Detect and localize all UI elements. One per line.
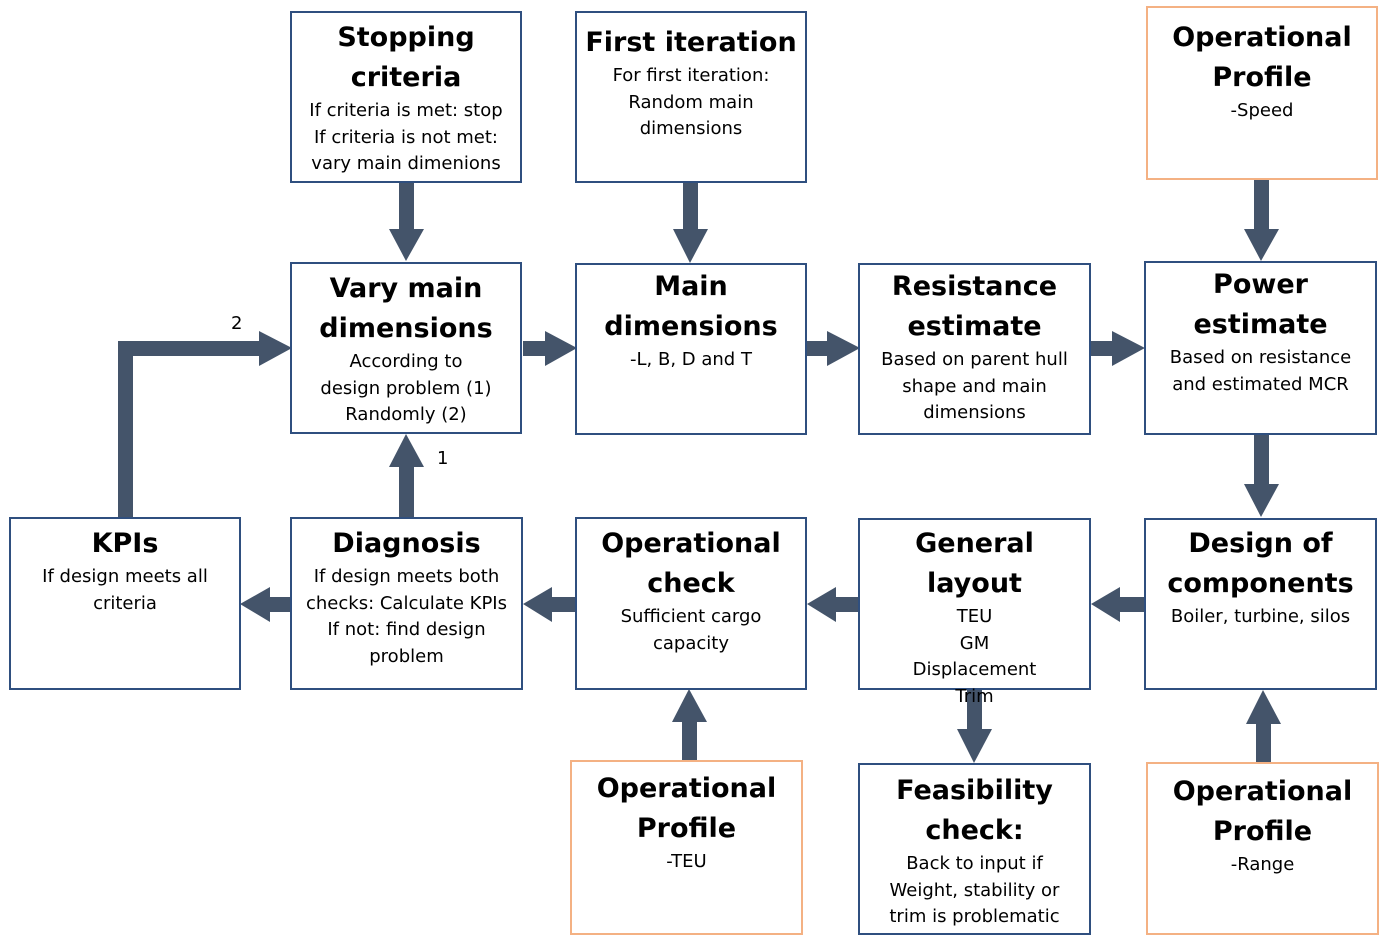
diagnosis-text: If design meets both checks: Calculate K… [306,566,507,667]
stopping-criteria-title: Stopping criteria [337,22,475,93]
arrow-opteu-to-opcheck [672,689,707,760]
kpis-title: KPIs [91,528,159,559]
operational-profile-speed-text: -Speed [1230,100,1294,121]
design-of-components-box: Design of components Boiler, turbine, si… [1144,518,1377,690]
operational-profile-speed-title: Operational Profile [1172,22,1352,93]
operational-check-title: Operational check [601,528,781,599]
general-layout-title: General layout [915,528,1034,599]
arrow-kpis-to-vary [118,331,292,518]
power-estimate-text: Based on resistance and estimated MCR [1169,347,1352,395]
resistance-estimate-title: Resistance estimate [891,271,1058,342]
operational-profile-range-box: Operational Profile -Range [1146,762,1379,935]
resistance-estimate-text: Based on parent hull shape and main dime… [881,349,1068,423]
power-estimate-title: Power estimate [1193,269,1328,340]
operational-profile-speed-box: Operational Profile -Speed [1146,6,1378,180]
vary-main-dimensions-title: Vary main dimensions [319,273,493,344]
arrow-components-to-layout [1091,587,1145,622]
diagnosis-box: Diagnosis If design meets both checks: C… [290,517,523,690]
operational-profile-teu-title: Operational Profile [596,773,777,844]
general-layout-box: General layout TEU GM Displacement Trim [858,518,1091,707]
arrow-diagnosis-to-kpis [240,587,292,622]
resistance-estimate-box: Resistance estimate Based on parent hull… [858,263,1091,435]
design-of-components-title: Design of components [1167,528,1354,599]
first-iteration-title: First iteration [585,27,797,58]
operational-profile-teu-text: -TEU [666,851,707,872]
operational-profile-teu-box: Operational Profile -TEU [570,760,803,935]
arrow-oprange-to-components [1246,690,1281,762]
arrow-layout-to-opcheck [807,587,859,622]
main-dimensions-title: Main dimensions [604,271,778,342]
path-label-2: 2 [231,313,243,334]
diagnosis-title: Diagnosis [332,528,481,559]
feasibility-check-box: Feasibility check: Back to input if Weig… [858,763,1091,935]
arrow-first-to-main [673,183,708,263]
path-label-1: 1 [437,448,449,469]
kpis-text: If design meets all criteria [42,566,208,614]
operational-check-text: Sufficient cargo capacity [620,606,762,654]
arrow-power-to-components [1244,435,1279,517]
stopping-criteria-text: If criteria is met: stop If criteria is … [309,100,503,174]
arrow-main-to-resistance [806,331,860,366]
arrow-opcheck-to-diagnosis [523,587,577,622]
operational-profile-range-text: -Range [1230,854,1295,875]
arrow-diagnosis-to-vary [389,434,424,518]
feasibility-check-text: Back to input if Weight, stability or tr… [889,853,1060,927]
arrow-layout-to-feasibility [957,690,992,763]
main-dimensions-text: -L, B, D and T [630,349,752,370]
first-iteration-text: For first iteration: Random main dimensi… [612,65,770,139]
vary-main-dimensions-box: Vary main dimensions According to design… [290,262,522,434]
arrow-opspeed-to-power [1244,180,1279,261]
arrow-resistance-to-power [1090,331,1145,366]
arrow-vary-to-main [523,331,577,366]
general-layout-text: TEU GM Displacement Trim [912,606,1037,707]
vary-main-dimensions-text: According to design problem (1) Randomly… [320,351,492,425]
power-estimate-box: Power estimate Based on resistance and e… [1144,261,1377,435]
main-dimensions-box: Main dimensions -L, B, D and T [575,263,807,435]
first-iteration-box: First iteration For first iteration: Ran… [575,11,807,183]
operational-profile-range-title: Operational Profile [1172,776,1353,847]
kpis-box: KPIs If design meets all criteria [9,517,241,690]
stopping-criteria-box: Stopping criteria If criteria is met: st… [290,11,522,183]
feasibility-check-title: Feasibility check: [896,775,1053,846]
design-of-components-text: Boiler, turbine, silos [1170,606,1351,627]
operational-check-box: Operational check Sufficient cargo capac… [575,517,807,690]
arrow-stopping-to-vary [389,183,424,261]
